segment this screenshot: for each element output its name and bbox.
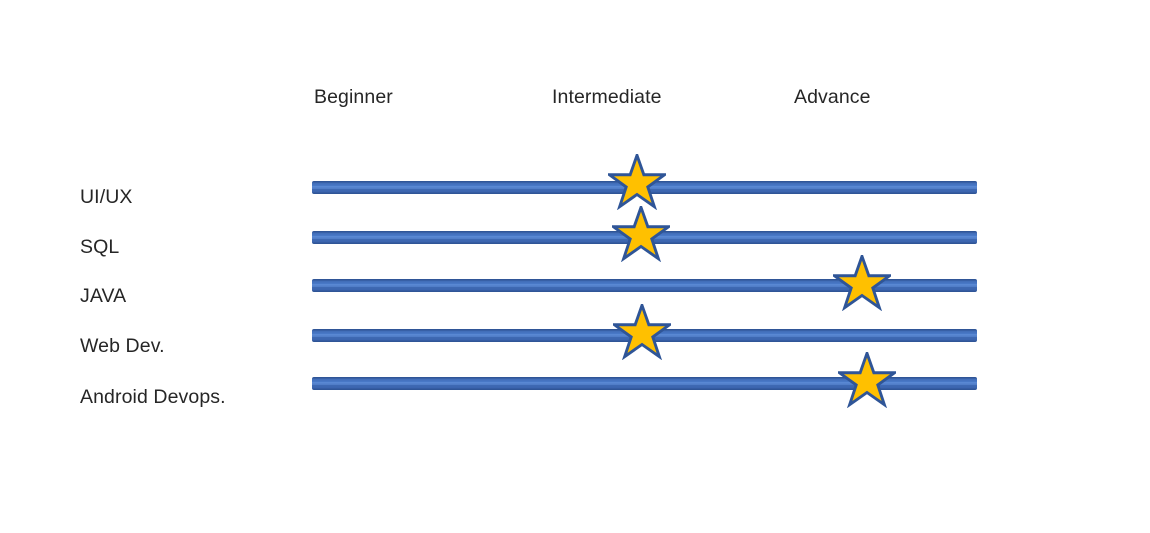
skill-track-android-devops (312, 377, 977, 390)
column-header-advance: Advance (794, 86, 871, 108)
star-marker-android-devops[interactable] (838, 352, 896, 408)
row-label-uiux: UI/UX (80, 186, 133, 208)
row-label-sql: SQL (80, 236, 120, 258)
column-header-beginner: Beginner (314, 86, 393, 108)
row-label-java: JAVA (80, 285, 127, 307)
star-marker-sql[interactable] (612, 206, 670, 262)
star-marker-web-dev[interactable] (613, 304, 671, 360)
skill-track-java (312, 279, 977, 292)
column-header-intermediate: Intermediate (552, 86, 662, 108)
star-marker-java[interactable] (833, 255, 891, 311)
star-marker-uiux[interactable] (608, 154, 666, 210)
row-label-web-dev: Web Dev. (80, 335, 165, 357)
row-label-android-devops: Android Devops. (80, 386, 226, 408)
